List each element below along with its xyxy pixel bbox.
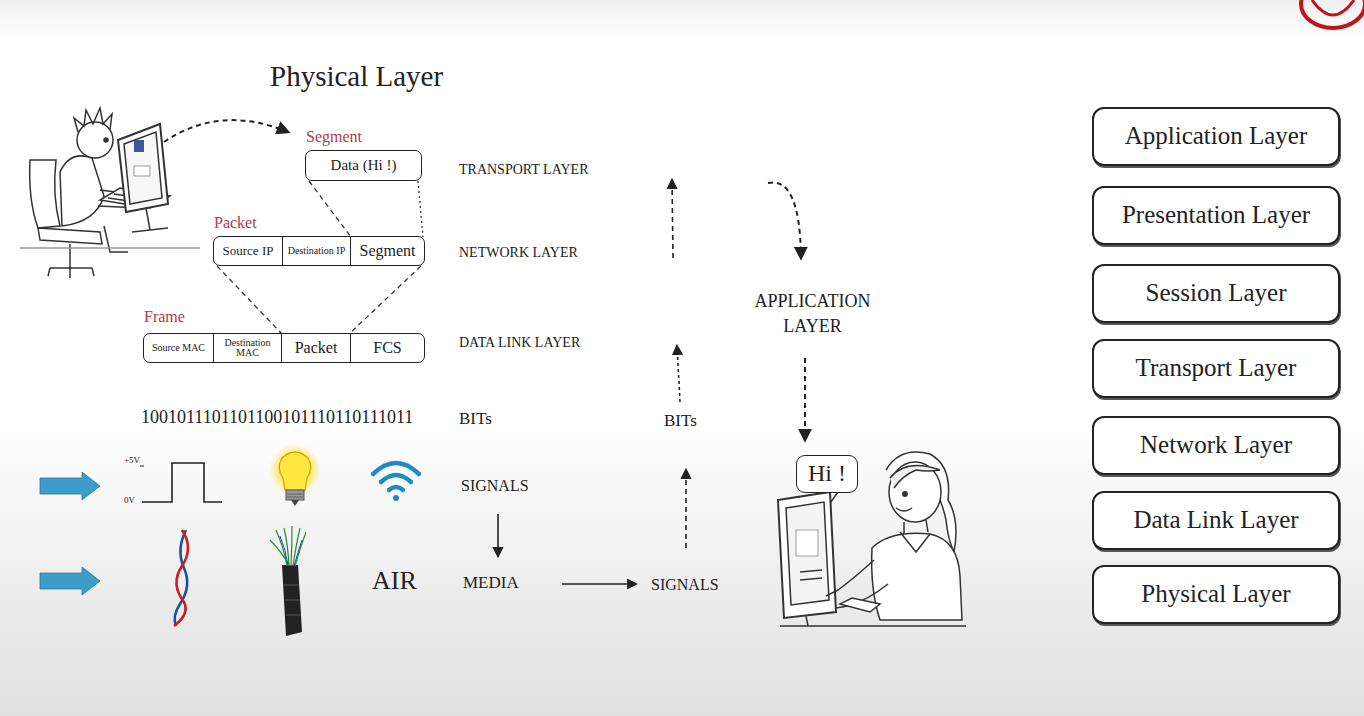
- input-arrow: [40, 472, 100, 595]
- node-text-area: Transport Layer: [1094, 341, 1338, 396]
- medium-name: AIR: [372, 566, 417, 596]
- node-text-area: Network Layer: [1094, 418, 1338, 473]
- node-text-area: Packet: [282, 334, 350, 362]
- block-heading: Segment: [306, 128, 362, 146]
- node-text-area: Source MAC: [144, 334, 213, 362]
- node-text-area: Data Link Layer: [1094, 493, 1338, 548]
- osi-layer-box: Application Layer: [1092, 107, 1340, 166]
- layer-name: DATA LINK LAYER: [459, 335, 580, 351]
- light-signal: [269, 444, 321, 506]
- node-text-area: Data (Hi !): [306, 151, 421, 180]
- expansion-line: [349, 266, 421, 334]
- block-heading: Frame: [144, 308, 185, 326]
- node-label: Source MAC: [152, 343, 205, 354]
- packet-box: PacketSource IPDestination IPSegment: [213, 236, 425, 266]
- receiver-illustration: [778, 452, 966, 626]
- node-label: Physical Layer: [1141, 580, 1290, 609]
- layer-name: TRANSPORT LAYER: [459, 162, 588, 178]
- node-text-area: Hi !: [797, 456, 857, 492]
- voltage-signal: [140, 463, 222, 502]
- node-label: FCS: [373, 339, 401, 357]
- osi-layer-box: Session Layer: [1092, 264, 1340, 323]
- node-label: Network Layer: [1140, 431, 1292, 460]
- block-heading: Packet: [214, 214, 257, 232]
- payload-field: Packet: [281, 334, 350, 362]
- osi-layer-box: Presentation Layer: [1092, 186, 1340, 245]
- frame-box: FrameSource MACDestination MACPacketFCS: [143, 333, 425, 363]
- bit-stream: 1001011101101100101110110111011: [141, 407, 413, 428]
- node-label: Destination MAC: [214, 338, 281, 359]
- node-text-area: Destination IP: [283, 237, 350, 265]
- header-field: Destination IP: [282, 237, 350, 265]
- osi-layer-box: Data Link Layer: [1092, 491, 1340, 550]
- segment-box: SegmentData (Hi !): [305, 150, 422, 181]
- node-label: Transport Layer: [1136, 354, 1297, 383]
- trailer-field: FCS: [350, 334, 424, 362]
- layer-name: NETWORK LAYER: [459, 245, 578, 261]
- flow-arrow: [498, 180, 805, 584]
- node-text-area: Segment: [351, 237, 424, 265]
- expansion-line: [418, 181, 423, 237]
- node-label: Source IP: [223, 244, 274, 259]
- node-text-area: Destination MAC: [214, 334, 281, 362]
- node-text-area: Session Layer: [1094, 266, 1338, 321]
- sender-illustration: [20, 108, 288, 278]
- voltage-level: 0V: [124, 495, 135, 505]
- fibre-cable: [270, 526, 306, 636]
- speech-bubble: Hi !: [796, 455, 858, 493]
- osi-layer-box: Transport Layer: [1092, 339, 1340, 398]
- node-label: Data (Hi !): [331, 157, 397, 174]
- node-label: Segment: [360, 242, 416, 260]
- node-text-area: Physical Layer: [1094, 567, 1338, 622]
- expansion-line: [217, 266, 282, 334]
- stage-name: BITs: [664, 411, 697, 431]
- osi-layer-box: Physical Layer: [1092, 565, 1340, 624]
- node-text-area: FCS: [351, 334, 424, 362]
- header-field: Destination MAC: [213, 334, 281, 362]
- logo: [1301, 0, 1364, 28]
- copper-cable: [174, 530, 188, 626]
- wireless-signal: [373, 463, 419, 501]
- header-field: Source IP: [214, 237, 282, 265]
- node-text-area: Source IP: [214, 237, 282, 265]
- payload-field: Segment: [350, 237, 424, 265]
- stage-name: MEDIA: [463, 573, 519, 593]
- voltage-level: +5V: [124, 455, 140, 465]
- node-text-area: Presentation Layer: [1094, 188, 1338, 243]
- node-label: Application Layer: [1125, 122, 1308, 151]
- stage-name: SIGNALS: [651, 576, 719, 594]
- expansion-line: [309, 181, 351, 237]
- diagram-title: Physical Layer: [270, 60, 443, 93]
- node-label: Destination IP: [288, 246, 346, 257]
- node-label: Packet: [295, 339, 338, 357]
- node-label: Presentation Layer: [1122, 201, 1310, 230]
- stage-name: APPLICATION LAYER: [735, 289, 890, 339]
- osi-layer-box: Network Layer: [1092, 416, 1340, 475]
- header-field: Source MAC: [144, 334, 213, 362]
- stage-name: SIGNALS: [461, 477, 529, 495]
- stage-name: BITs: [459, 409, 492, 429]
- node-label: Session Layer: [1146, 279, 1287, 308]
- node-label: Data Link Layer: [1133, 506, 1298, 535]
- node-label: Hi !: [808, 460, 846, 488]
- node-text-area: Application Layer: [1094, 109, 1338, 164]
